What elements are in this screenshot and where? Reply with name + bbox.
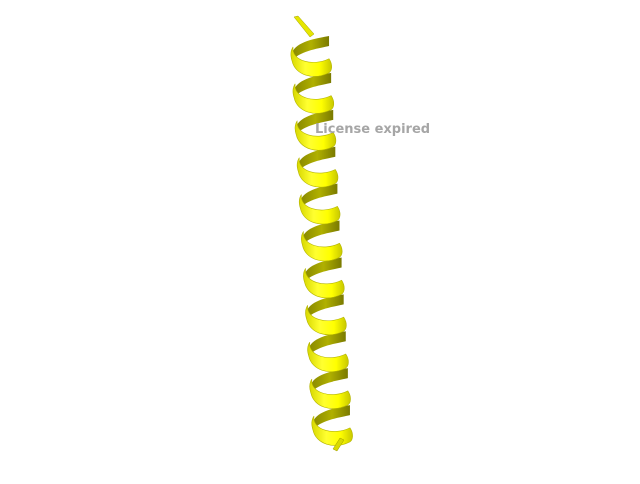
helix-front-segment [292,83,335,114]
helix-back-segment [313,405,350,429]
helix-termini [293,15,345,452]
helix-front-segment [299,194,341,225]
helix-back-segment [301,183,338,208]
helix-back-segment [293,36,330,60]
helix-front-segment [303,268,345,299]
helix-front-segment [307,342,349,372]
helix-front-segment [305,305,347,335]
helix-front-segment [296,157,339,188]
helix-front-segment [294,120,337,151]
helix-front-segment [311,415,353,446]
helix-back-turns [293,36,350,429]
helix-back-segment [307,294,344,318]
helix-front-segment [309,378,351,409]
c-terminus-tail [332,437,345,452]
helix-back-segment [295,72,332,97]
helix-back-segment [299,146,336,171]
helix-front-segment [301,231,343,262]
helix-back-segment [297,109,334,134]
helix-back-segment [309,331,346,355]
helix-back-segment [303,220,340,245]
helix-back-segment [305,257,342,282]
helix-front-segment [290,46,332,77]
n-terminus-tail [293,15,315,38]
helix-front-turns [290,46,353,446]
helix-back-segment [311,368,348,392]
